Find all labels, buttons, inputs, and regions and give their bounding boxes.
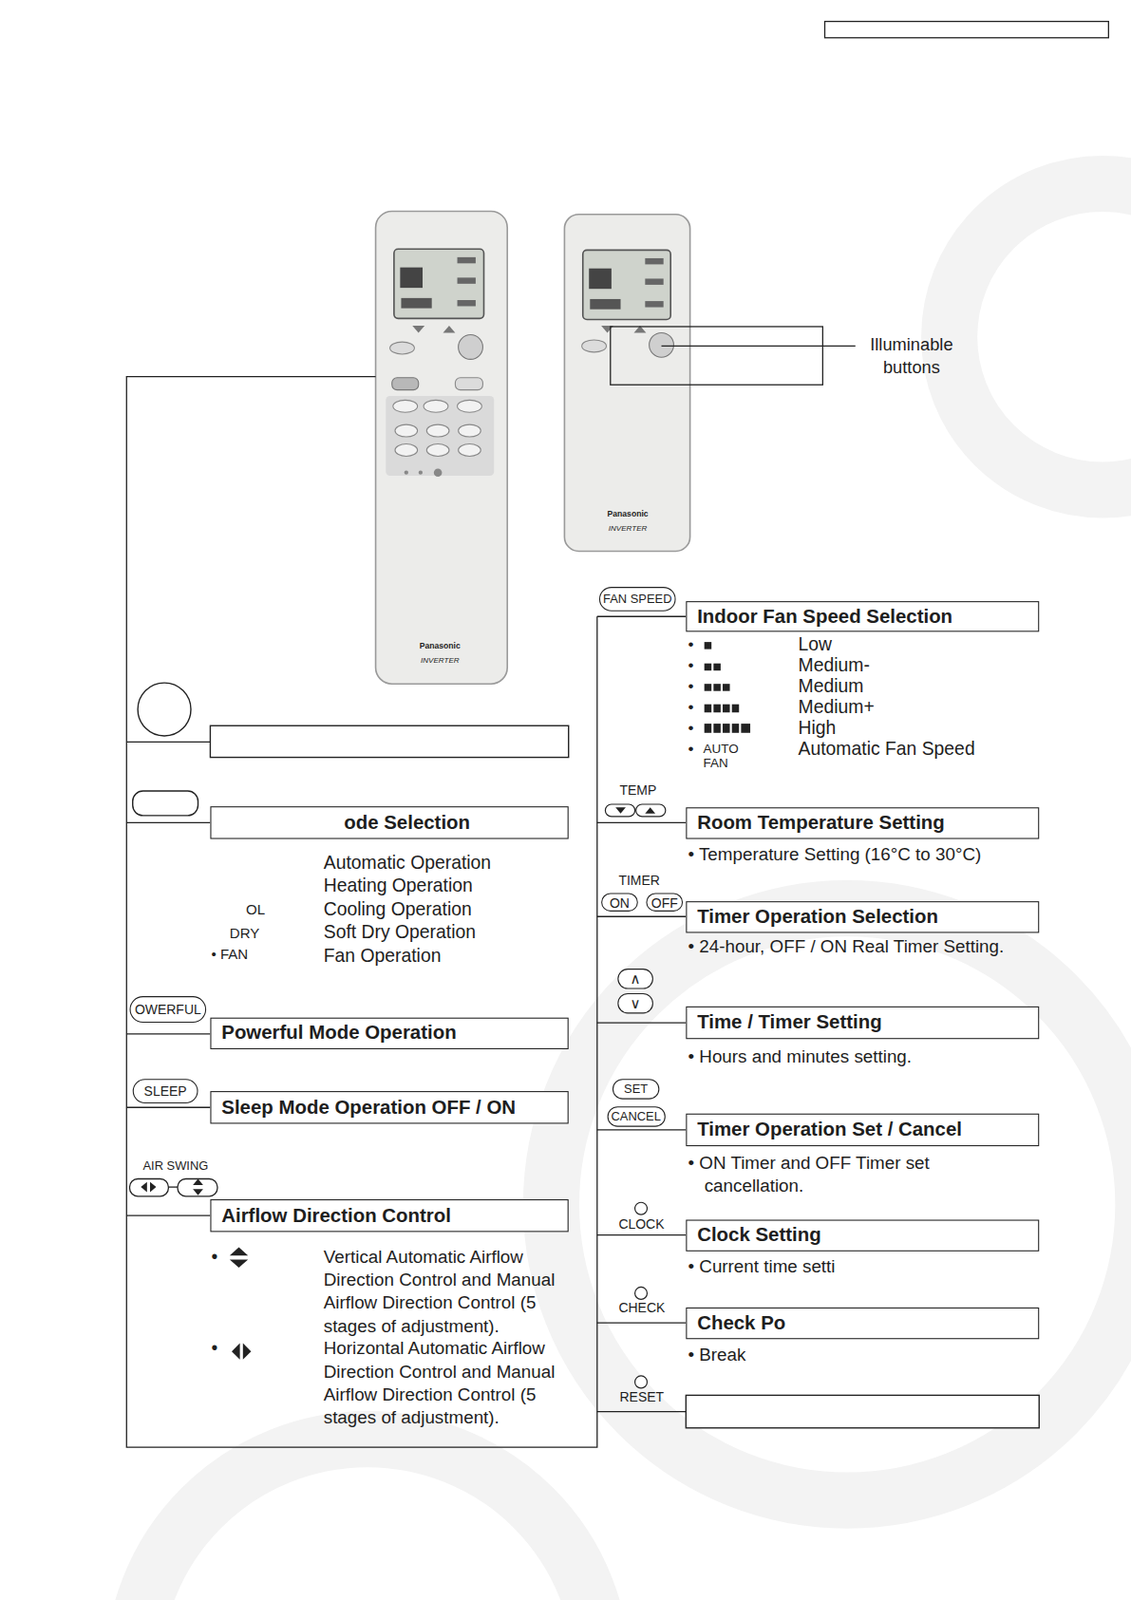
button-label: SET	[612, 1078, 660, 1099]
fan-speed-bars	[704, 641, 751, 734]
button-symbol	[132, 791, 199, 816]
label-text: AUTO FAN	[703, 741, 747, 771]
label-text: Horizontal Automatic Airflow Direction C…	[323, 1337, 592, 1430]
label-text: Medium+	[798, 696, 875, 720]
button-label: OWERFUL	[130, 996, 208, 1023]
button-symbol	[130, 1179, 218, 1197]
label-text: Soft Dry Operation	[323, 921, 476, 945]
box-heading: Check Po	[697, 1311, 786, 1334]
label-text: Vertical Automatic Airflow Direction Con…	[323, 1244, 592, 1338]
header-box	[825, 21, 1110, 38]
label-text: • ON Timer and OFF Timer set cancellatio…	[687, 1150, 994, 1197]
label-text: •	[687, 634, 694, 655]
button-label: FAN SPEED	[599, 586, 677, 612]
function-box: Powerful Mode Operation	[209, 1017, 568, 1050]
label-text: Panasonic	[596, 508, 660, 520]
button-symbol	[604, 804, 665, 817]
function-box: Timer Operation Selection	[685, 901, 1039, 933]
button-text: ∨	[630, 995, 641, 1012]
label-text: •	[211, 1337, 219, 1361]
arrow-symbol	[229, 1247, 252, 1360]
label-text: Medium	[798, 675, 865, 699]
box-heading: Room Temperature Setting	[697, 811, 945, 834]
label-text: OL	[245, 900, 265, 919]
label-text: • FAN	[211, 944, 249, 963]
function-box: Sleep Mode Operation OFF / ON	[209, 1091, 568, 1124]
label-text: AIR SWING	[142, 1158, 208, 1174]
label-text: CHECK	[618, 1300, 665, 1317]
box-heading: Airflow Direction Control	[221, 1204, 452, 1226]
box-heading: Powerful Mode Operation	[221, 1021, 456, 1044]
function-box: Time / Timer Setting	[685, 1006, 1039, 1039]
box-heading: Sleep Mode Operation OFF / ON	[221, 1095, 516, 1118]
box-heading: ode Selection	[343, 811, 471, 834]
function-box: Airflow Direction Control	[209, 1199, 568, 1232]
box-heading: Timer Operation Selection	[697, 904, 939, 927]
empty-box	[685, 1394, 1039, 1428]
remote-control	[376, 211, 509, 685]
label-text: INVERTER	[408, 655, 472, 665]
label-text: INVERTER	[596, 523, 660, 533]
label-text: •	[687, 655, 694, 676]
button-text: FAN SPEED	[603, 591, 672, 606]
leader-line	[610, 326, 856, 385]
button-text: ∧	[630, 970, 641, 987]
label-text: High	[798, 716, 837, 741]
button-label: SLEEP	[132, 1078, 199, 1104]
button-label: ∨	[617, 993, 654, 1014]
button-text: CANCEL	[610, 1109, 660, 1124]
empty-box	[209, 725, 568, 757]
label-text: Automatic Fan Speed	[798, 737, 976, 762]
label-text: Low	[798, 632, 833, 657]
watermark	[132, 183, 1131, 1600]
function-box: Indoor Fan Speed Selection	[685, 601, 1039, 632]
label-text: TIMER	[618, 872, 660, 889]
remote-control	[564, 214, 690, 552]
label-text: Cooling Operation	[323, 898, 472, 923]
button-text: ON	[609, 894, 630, 910]
button-text: OWERFUL	[134, 1001, 202, 1018]
label-text: DRY	[229, 923, 261, 943]
label-text: Medium-	[798, 654, 870, 679]
function-box: Clock Setting	[685, 1220, 1039, 1252]
label-text: • Temperature Setting (16°C to 30°C)	[687, 843, 981, 867]
label-text: Fan Operation	[323, 943, 442, 968]
button-text: SLEEP	[144, 1083, 188, 1099]
label-text: TEMP	[619, 782, 657, 799]
label-text: Illuminable buttons	[855, 332, 968, 379]
button-label: CANCEL	[606, 1106, 665, 1127]
bracket-line	[126, 377, 686, 1449]
label-text: •	[687, 717, 694, 738]
label-text: •	[687, 697, 694, 717]
box-heading: Indoor Fan Speed Selection	[697, 604, 953, 627]
button-label: OFF	[645, 893, 683, 912]
function-box: Room Temperature Setting	[685, 807, 1039, 839]
label-text: CLOCK	[618, 1216, 664, 1233]
label-text: •	[687, 738, 694, 759]
label-text: • Break	[687, 1343, 746, 1367]
button-text: OFF	[651, 894, 679, 910]
label-text: • Hours and minutes setting.	[687, 1045, 912, 1069]
button-symbol	[137, 682, 191, 736]
function-box: ode Selection	[209, 806, 568, 839]
label-text: RESET	[619, 1389, 664, 1406]
label-text: •	[211, 1244, 219, 1269]
button-label: ON	[601, 893, 639, 912]
label-text: Heating Operation	[323, 874, 473, 899]
label-text: Panasonic	[408, 640, 472, 652]
function-box: Check Po	[685, 1307, 1039, 1339]
button-label: ∧	[617, 968, 654, 989]
label-text: •	[687, 676, 694, 697]
label-text: • 24-hour, OFF / ON Real Timer Setting.	[687, 935, 1004, 959]
label-text: Automatic Operation	[323, 850, 491, 875]
function-box: Timer Operation Set / Cancel	[685, 1113, 1039, 1147]
box-heading: Time / Timer Setting	[697, 1011, 882, 1034]
button-text: SET	[623, 1081, 648, 1096]
label-text: • Current time setti	[687, 1255, 835, 1279]
box-heading: Timer Operation Set / Cancel	[697, 1118, 962, 1141]
box-heading: Clock Setting	[697, 1224, 821, 1246]
